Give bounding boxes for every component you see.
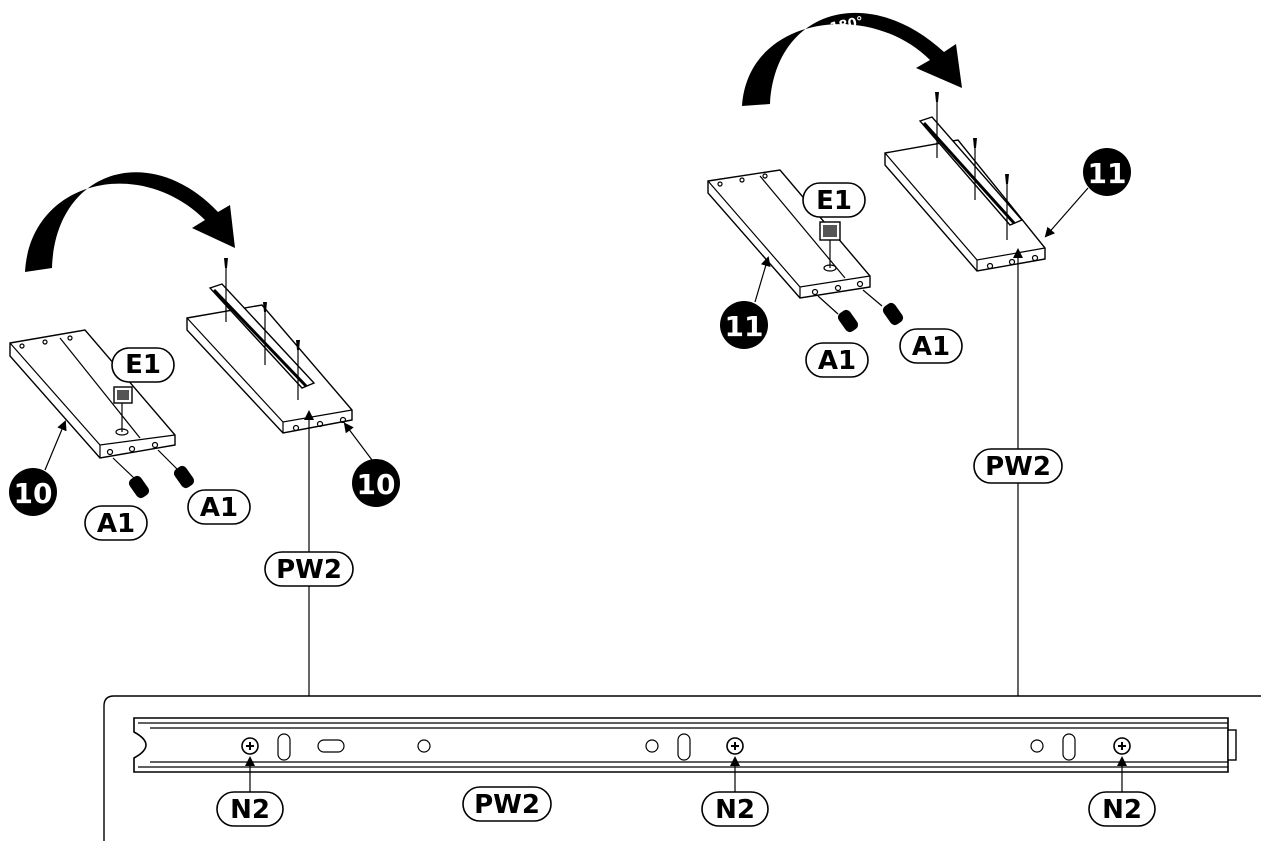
svg-text:11: 11	[1088, 157, 1127, 190]
step-badge-right-a: 11	[720, 256, 771, 349]
callout-a1-left-2: A1	[187, 489, 251, 525]
rotation-label-left: 180°	[109, 185, 145, 207]
rotation-arrow-left: 180°	[25, 172, 235, 272]
shelf-panel-left-a	[9, 329, 176, 459]
step-badge-left-a: 10	[9, 420, 67, 516]
callout-n2-3: N2	[1088, 756, 1156, 827]
cam-lock-e1-right	[819, 221, 841, 241]
svg-text:A1: A1	[97, 509, 135, 539]
rotation-label-right: 180°	[829, 14, 865, 36]
svg-text:N2: N2	[715, 795, 755, 825]
callout-a1-right-2: A1	[899, 328, 963, 364]
shelf-panel-right-b	[884, 139, 1046, 272]
shelf-panel-left-b	[186, 304, 353, 434]
svg-text:PW2: PW2	[474, 790, 540, 820]
callout-a1-left-1: A1	[84, 505, 148, 541]
step-badge-left-b: 10	[343, 422, 400, 507]
callout-n2-1: N2	[216, 756, 284, 827]
screw-head-1	[241, 737, 259, 755]
callout-a1-right-1: A1	[805, 342, 869, 378]
svg-text:A1: A1	[200, 493, 238, 523]
svg-text:E1: E1	[125, 350, 161, 380]
step-badge-right-b: 11	[1044, 148, 1131, 238]
drawer-rail-pw2	[133, 717, 1237, 773]
svg-text:E1: E1	[816, 186, 852, 216]
callout-pw2-right: PW2	[973, 248, 1063, 696]
svg-text:PW2: PW2	[276, 555, 342, 585]
screw-head-2	[726, 737, 744, 755]
dowel-a1-left-1	[112, 457, 150, 499]
svg-text:A1: A1	[818, 346, 856, 376]
cam-lock-e1-left	[113, 386, 133, 404]
callout-n2-2: N2	[701, 756, 769, 827]
drawer-rail-right	[918, 92, 1024, 240]
rotation-arrow-right: 180°	[742, 12, 962, 106]
svg-text:A1: A1	[912, 332, 950, 362]
callout-pw2-left: PW2	[264, 410, 354, 696]
shelf-panel-right-a	[707, 169, 871, 299]
dowel-a1-left-2	[157, 449, 195, 489]
dowel-a1-right-2	[862, 289, 904, 326]
svg-text:10: 10	[14, 477, 53, 510]
cabinet-side-panel	[103, 695, 1261, 841]
callout-e1-right: E1	[802, 182, 866, 218]
drawer-rail-left	[208, 258, 316, 400]
svg-text:N2: N2	[230, 795, 270, 825]
svg-text:10: 10	[357, 468, 396, 501]
dowel-a1-right-1	[817, 295, 859, 333]
callout-e1-left: E1	[111, 347, 175, 383]
svg-text:11: 11	[725, 310, 764, 343]
svg-text:PW2: PW2	[985, 452, 1051, 482]
callout-pw2-rail: PW2	[462, 786, 552, 822]
screw-head-3	[1113, 737, 1131, 755]
svg-text:N2: N2	[1102, 795, 1142, 825]
